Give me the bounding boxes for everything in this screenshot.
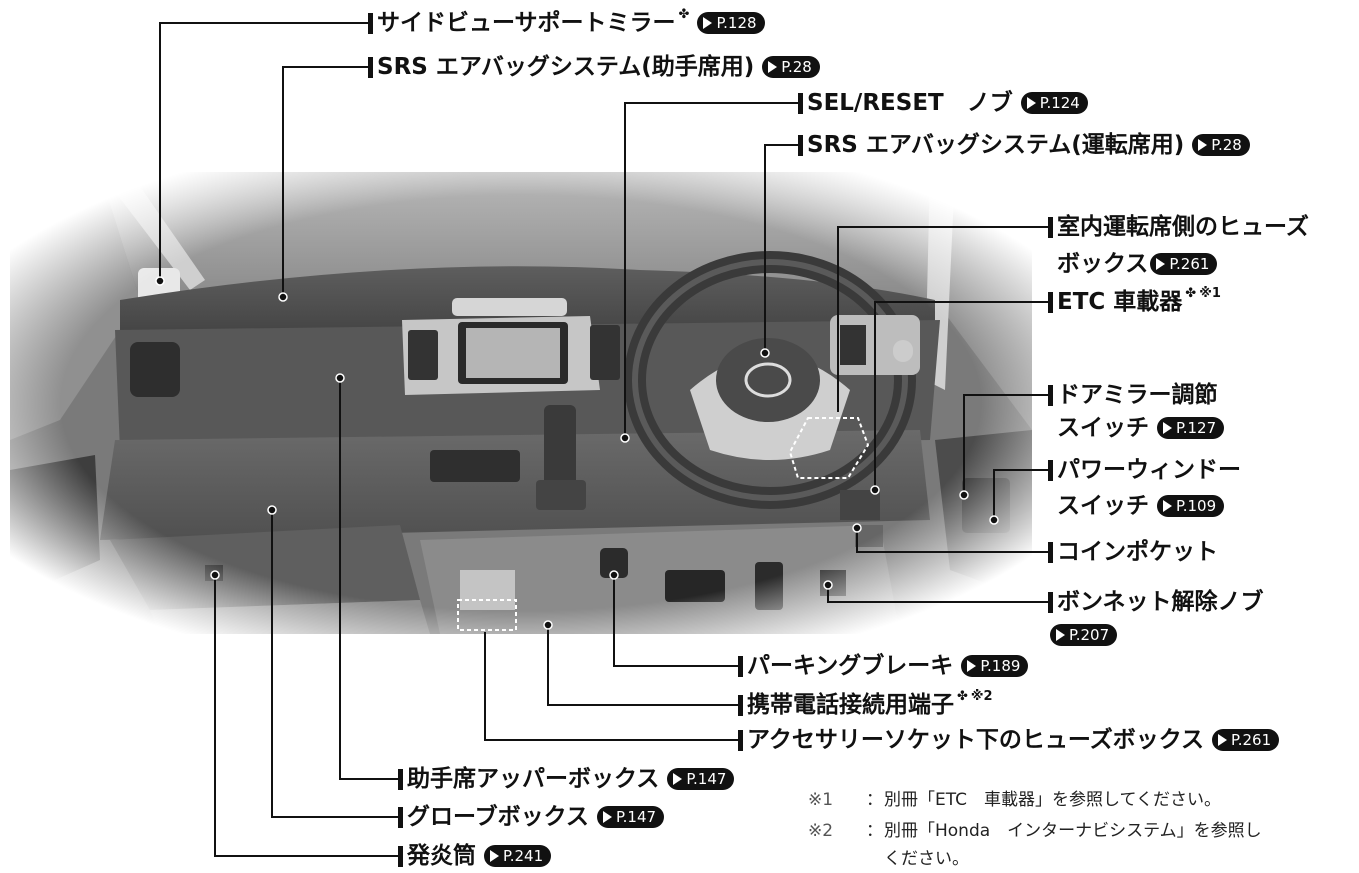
option-mark: ✤ — [679, 1, 690, 29]
cabin-photo — [10, 172, 1032, 634]
dot-phone-terminal — [544, 621, 552, 629]
label-power-window-line2: スイッチ P.109 — [1057, 492, 1224, 520]
label-text: サイドビューサポートミラー — [377, 9, 676, 37]
label-flare: 発炎筒 P.241 — [398, 842, 551, 870]
label-text: スイッチ — [1057, 414, 1149, 442]
arrow-right-icon — [1218, 734, 1227, 746]
dot-door-mirror — [960, 491, 968, 499]
label-text: 発炎筒 — [407, 842, 476, 870]
label-bonnet-release-line2: P.207 — [1050, 624, 1117, 646]
arrow-right-icon — [768, 61, 777, 73]
dot-coin-pocket — [853, 524, 861, 532]
label-text: 助手席アッパーボックス — [407, 765, 659, 793]
label-text: スイッチ — [1057, 492, 1149, 520]
dot-glove-box — [268, 506, 276, 514]
label-text: コインポケット — [1057, 538, 1218, 566]
label-bar — [368, 13, 373, 34]
label-text: グローブボックス — [407, 803, 589, 831]
leader-accessory-fuse — [485, 632, 740, 740]
page-ref-badge[interactable]: P.109 — [1157, 495, 1224, 517]
label-text: 携帯電話接続用端子 — [747, 691, 954, 719]
footnote-2-line2: ください。 — [884, 846, 969, 872]
label-fuse-driver-line2: ボックス P.261 — [1057, 250, 1217, 278]
arrow-right-icon — [1056, 629, 1065, 641]
label-text: パーキングブレーキ — [747, 652, 953, 680]
label-accessory-fuse: アクセサリーソケット下のヒューズボックス P.261 — [738, 726, 1279, 754]
arrow-right-icon — [673, 773, 682, 785]
label-text: ボックス — [1057, 250, 1148, 278]
dot-side-view-mirror — [156, 277, 164, 285]
label-coin-pocket: コインポケット — [1048, 538, 1218, 566]
page-ref-badge[interactable]: P.189 — [961, 655, 1028, 677]
label-door-mirror-line2: スイッチ P.127 — [1057, 414, 1224, 442]
dot-etc — [871, 486, 879, 494]
label-text: ドアミラー調節 — [1057, 381, 1218, 409]
dot-power-window — [990, 516, 998, 524]
label-text: ボンネット解除ノブ — [1057, 588, 1264, 616]
label-power-window: パワーウィンドー — [1048, 456, 1241, 484]
label-text: 室内運転席側のヒューズ — [1057, 213, 1309, 241]
dot-parking-brake — [610, 571, 618, 579]
arrow-right-icon — [703, 17, 712, 29]
label-srs-driver: SRS エアバッグシステム(運転席用) P.28 — [798, 131, 1250, 159]
dot-flare — [211, 571, 219, 579]
label-fuse-driver: 室内運転席側のヒューズ — [1048, 213, 1309, 241]
arrow-right-icon — [967, 660, 976, 672]
label-text: SRS エアバッグシステム(運転席用) — [807, 131, 1184, 159]
page-ref-badge[interactable]: P.28 — [1192, 134, 1250, 156]
label-text: アクセサリーソケット下のヒューズボックス — [747, 726, 1204, 754]
page-ref-badge[interactable]: P.261 — [1150, 253, 1217, 275]
arrow-right-icon — [490, 850, 499, 862]
arrow-right-icon — [603, 811, 612, 823]
label-srs-passenger: SRS エアバッグシステム(助手席用) P.28 — [368, 53, 820, 81]
label-glove-box: グローブボックス P.147 — [398, 803, 664, 831]
arrow-right-icon — [1163, 422, 1172, 434]
page-ref-badge[interactable]: P.147 — [667, 768, 734, 790]
footnote-1: ※1：別冊「ETC 車載器」を参照してください。 — [808, 787, 1221, 813]
arrow-right-icon — [1156, 258, 1165, 270]
dot-bonnet-release — [824, 581, 832, 589]
label-phone-terminal: 携帯電話接続用端子 ✤ ※2 — [738, 691, 993, 719]
page-ref-badge[interactable]: P.28 — [762, 56, 820, 78]
page-ref-badge[interactable]: P.207 — [1050, 624, 1117, 646]
page-ref-badge[interactable]: P.124 — [1021, 92, 1088, 114]
label-text: パワーウィンドー — [1057, 456, 1241, 484]
arrow-right-icon — [1198, 139, 1207, 151]
note-ref: ※2 — [971, 683, 993, 711]
footnote-2: ※2：別冊「Honda インターナビシステム」を参照し — [808, 818, 1262, 844]
note-ref: ※1 — [1199, 280, 1221, 308]
page-ref-badge[interactable]: P.147 — [597, 806, 664, 828]
option-mark: ✤ — [1185, 280, 1196, 308]
label-parking-brake: パーキングブレーキ P.189 — [738, 652, 1028, 680]
label-bonnet-release: ボンネット解除ノブ — [1048, 588, 1264, 616]
label-etc: ETC 車載器 ✤ ※1 — [1048, 288, 1221, 316]
option-mark: ✤ — [957, 683, 968, 711]
dot-sel-reset — [621, 434, 629, 442]
page-ref-badge[interactable]: P.261 — [1212, 729, 1279, 751]
label-text: SRS エアバッグシステム(助手席用) — [377, 53, 754, 81]
label-text: SEL/RESET ノブ — [807, 89, 1013, 117]
page-ref-badge[interactable]: P.128 — [697, 12, 764, 34]
dot-srs-driver — [761, 349, 769, 357]
label-door-mirror: ドアミラー調節 — [1048, 381, 1218, 409]
label-sel-reset: SEL/RESET ノブ P.124 — [798, 89, 1088, 117]
page-ref-badge[interactable]: P.127 — [1157, 417, 1224, 439]
page-ref-badge[interactable]: P.241 — [484, 845, 551, 867]
arrow-right-icon — [1027, 97, 1036, 109]
dot-upper-box — [336, 374, 344, 382]
dot-srs-passenger — [279, 293, 287, 301]
label-side-view-mirror: サイドビューサポートミラー ✤ P.128 — [368, 9, 765, 37]
label-upper-box: 助手席アッパーボックス P.147 — [398, 765, 734, 793]
arrow-right-icon — [1163, 500, 1172, 512]
label-text: ETC 車載器 — [1057, 288, 1182, 316]
